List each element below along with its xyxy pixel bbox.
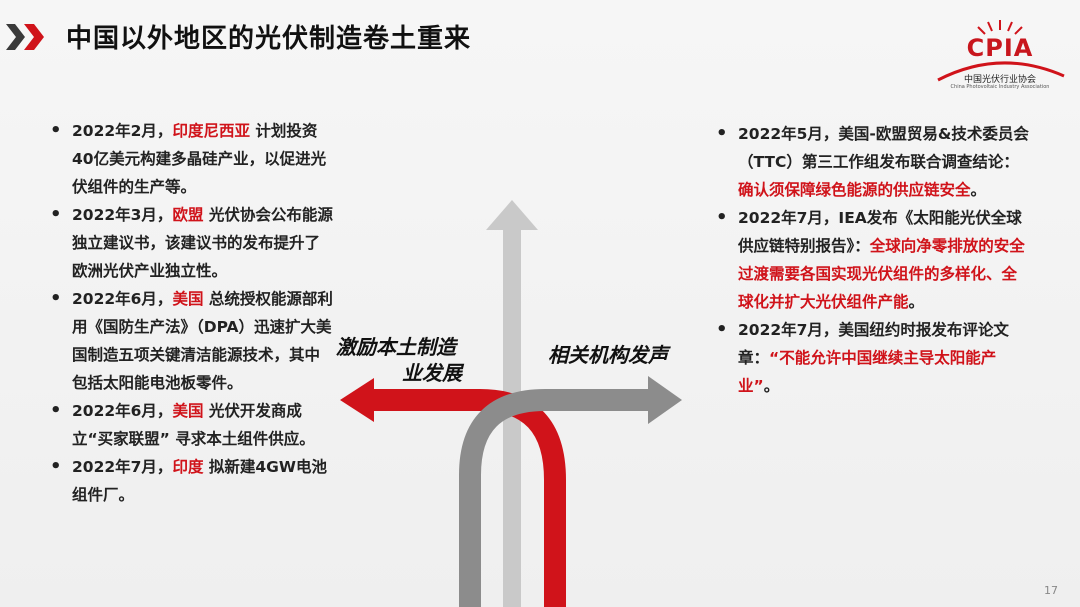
left-item-list: 2022年2月，印度尼西亚 计划投资40亿美元构建多晶硅产业，以促进光伏组件的生… <box>44 117 334 509</box>
left-arrow-label-line1: 激励本土制造 <box>336 335 456 359</box>
logo-name-en: China Photovoltaic Industry Association <box>950 84 1050 90</box>
sun-rays-icon <box>937 20 1065 82</box>
up-arrow-icon <box>486 200 538 607</box>
logo-name-cn: 中国光伏行业协会 <box>963 75 1036 85</box>
right-arrow-icon <box>459 376 682 607</box>
right-arrow-label: 相关机构发声 <box>548 343 668 367</box>
list-item: 2022年7月，美国纽约时报发布评论文章：“不能允许中国继续主导太阳能产业”。 <box>710 316 1030 400</box>
page-number: 17 <box>1044 584 1058 597</box>
list-item: 2022年5月，美国-欧盟贸易&技术委员会（TTC）第三工作组发布联合调查结论：… <box>710 120 1030 204</box>
right-item-list: 2022年5月，美国-欧盟贸易&技术委员会（TTC）第三工作组发布联合调查结论：… <box>710 120 1030 400</box>
crossroad-arrows <box>340 200 682 607</box>
list-item: 2022年7月，印度 拟新建4GW电池组件厂。 <box>44 453 334 509</box>
page-title: 中国以外地区的光伏制造卷土重来 <box>66 24 472 54</box>
list-item: 2022年6月，美国 光伏开发商成立“买家联盟” 寻求本土组件供应。 <box>44 397 334 453</box>
list-item: 2022年6月，美国 总统授权能源部利用《国防生产法》（DPA）迅速扩大美国制造… <box>44 285 334 397</box>
left-arrow-label-line2: 业发展 <box>402 361 462 385</box>
double-chevron-icon <box>6 24 44 50</box>
list-item: 2022年7月，IEA发布《太阳能光伏全球供应链特别报告》：全球向净零排放的安全… <box>710 204 1030 316</box>
list-item: 2022年2月，印度尼西亚 计划投资40亿美元构建多晶硅产业，以促进光伏组件的生… <box>44 117 334 201</box>
logo-abbr: CPIA <box>966 34 1034 62</box>
left-arrow-icon <box>340 378 566 607</box>
list-item: 2022年3月，欧盟 光伏协会公布能源独立建议书，该建议书的发布提升了欧洲光伏产… <box>44 201 334 285</box>
cpia-logo: CPIA 中国光伏行业协会 China Photovoltaic Industr… <box>930 18 1070 98</box>
